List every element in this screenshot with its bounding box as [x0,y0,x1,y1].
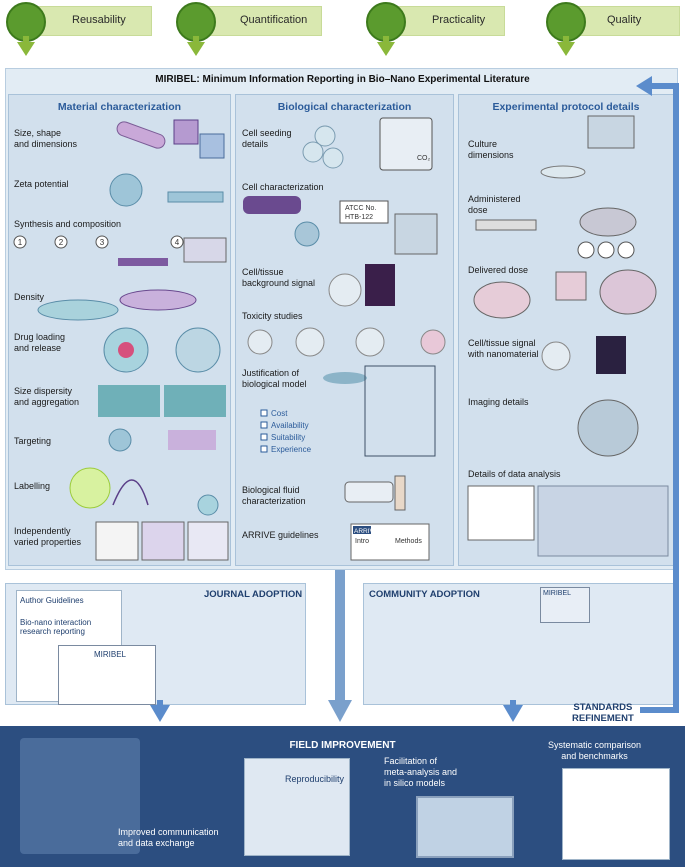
criterion-arrow-stem [383,36,389,46]
author-guidelines-label: Author Guidelines [20,596,84,605]
community-banner [540,587,590,623]
miribel-doc-label: MIRIBEL [94,650,127,659]
biological-illustrations: CO₂ ATCC No. HTB-122 Cost Availability S… [243,117,446,561]
biological-item: Cell characterization [242,182,324,192]
field-item: Reproducibility [285,774,345,784]
co2-label: CO₂ [417,155,431,162]
field-arrowhead [328,700,352,722]
down-arrow-icon [557,42,575,56]
bio-nano-label: Bio-nano interaction [20,618,92,627]
checklist-availability: Availability [271,421,309,430]
biological-item: ARRIVE guidelines [242,530,319,540]
arrive-intro: Intro [355,538,369,545]
atcc-code-label: HTB-122 [345,214,373,221]
atcc-number-label: ATCC No. [345,205,376,212]
protocol-item: Delivered dose [468,265,529,275]
buildings-illustration [20,738,140,854]
down-arrow-icon [187,42,205,56]
down-arrow-icon [377,42,395,56]
chart-icon [176,2,216,42]
refinement-arrowhead [636,76,652,96]
synthesis-step-2: 2 [59,238,64,247]
material-item: Labelling [14,481,51,491]
biological-column-title: Biological characterization [277,101,412,113]
community-adoption-panel [363,583,678,705]
protocol-item: Imaging details [468,397,529,407]
material-item: Targeting [14,436,52,446]
criterion-label: Practicality [432,14,486,26]
criterion-bar-quantification [198,6,322,36]
quality-badge-icon [546,2,586,42]
criterion-arrow-stem [193,36,199,46]
criterion-bar-reusability [30,6,152,36]
arrive-logo: ARRIVE [354,528,379,535]
material-item: Zeta potential [14,179,69,189]
criterion-label: Quality [607,14,642,26]
checklist-suitability: Suitability [271,433,305,442]
synthesis-step-3: 3 [100,238,105,247]
research-reporting-label: research reporting [20,627,85,636]
protocol-column-title: Experimental protocol details [492,101,640,113]
community-adoption-title: COMMUNITY ADOPTION [369,589,480,600]
field-improvement-title: FIELD IMPROVEMENT [289,740,396,751]
checklist-cost: Cost [271,409,288,418]
diagram-title: MIRIBEL: Minimum Information Reporting i… [155,74,530,85]
criterion-arrow-stem [23,36,29,46]
material-item: Synthesis and composition [14,219,122,229]
checklist-experience: Experience [271,445,312,454]
benchmark-table [562,768,670,860]
material-illustrations: 1 2 3 4 [13,119,229,561]
journal-adoption-title: JOURNAL ADOPTION [204,589,303,600]
reproducibility-chart [244,758,350,856]
community-banner-label: MIRIBEL [543,590,572,597]
protocol-illustrations [467,115,669,557]
miribel-doc [58,645,156,705]
down-arrow-icon [17,42,35,56]
tools-icon [366,2,406,42]
arrive-methods: Methods [395,538,422,545]
biological-item: Toxicity studies [242,311,303,321]
synthesis-step-4: 4 [175,238,180,247]
protocol-item: Details of data analysis [468,469,561,479]
material-column-title: Material characterization [57,101,182,113]
material-item: Density [14,292,45,302]
criterion-arrow-stem [563,36,569,46]
criterion-label: Reusability [72,14,126,26]
synthesis-step-1: 1 [18,238,23,247]
meta-analysis-screen [416,796,514,858]
criterion-label: Quantification [240,14,308,26]
